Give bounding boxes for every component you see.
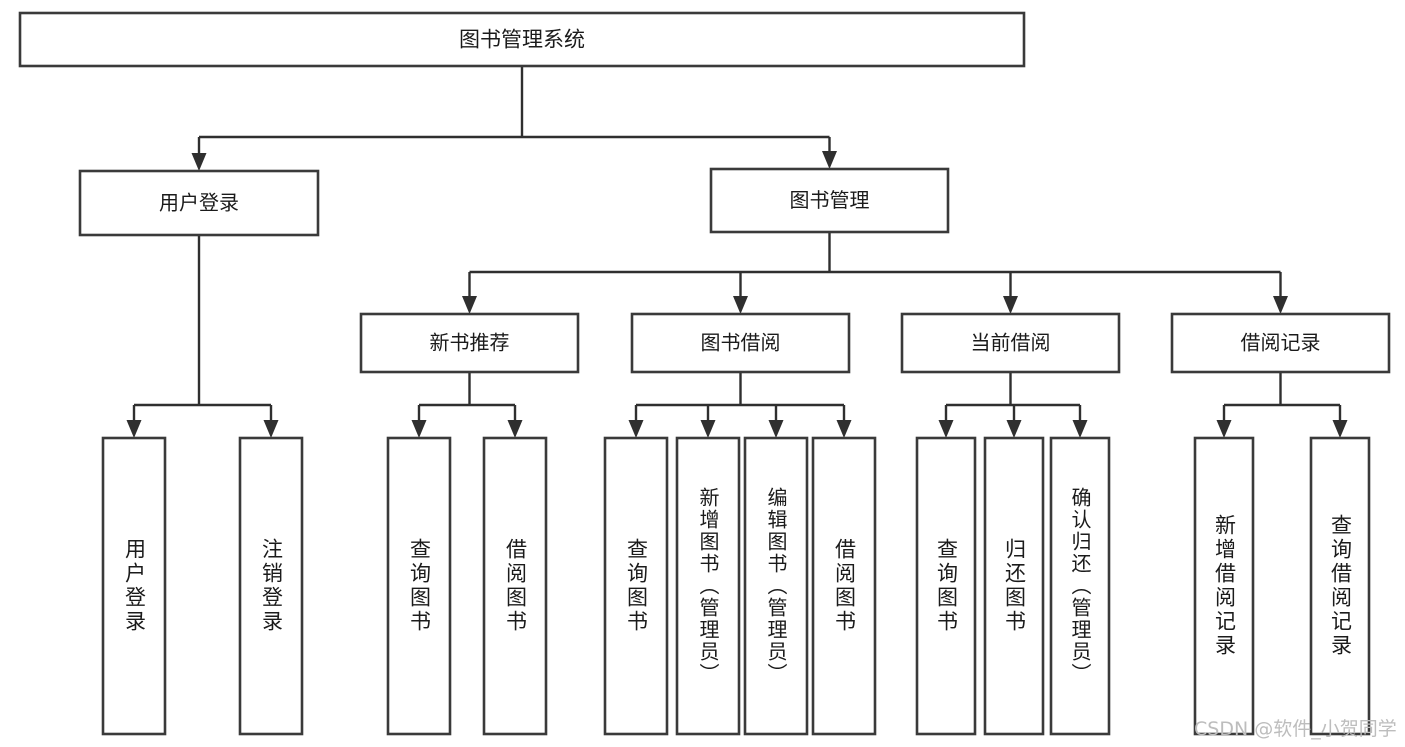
node-box-level2-0[interactable] (78, 169, 320, 237)
arrow-head-icon-level3-1 (733, 296, 748, 314)
node-box-level3-1[interactable] (630, 312, 851, 374)
node-box-leaf-2-3[interactable] (811, 436, 877, 736)
arrow-head-icon-leaf-3-0 (938, 420, 954, 438)
node-label-leaf-2-3: 借阅图书 (832, 538, 857, 634)
node-box-leaf-2-1[interactable] (675, 436, 741, 736)
node-label-leaf-0-0: 用户登录 (122, 538, 147, 634)
node-label-leaf-3-1: 归还图书 (1002, 538, 1027, 634)
arrow-head-icon-leaf-0-1 (263, 420, 279, 438)
arrow-head-icon-leaf-3-2 (1072, 420, 1088, 438)
node-label-leaf-3-0: 查询图书 (934, 538, 959, 634)
node-box-level2-1[interactable] (709, 167, 950, 234)
node-label-leaf-1-1: 借阅图书 (503, 538, 528, 634)
node-box-leaf-3-0[interactable] (915, 436, 977, 736)
connectors-layer (126, 66, 1348, 438)
watermark-text: CSDN @软件_小贺同学 (1194, 718, 1397, 740)
arrow-head-icon-level3-0 (462, 296, 477, 314)
arrow-head-icon-leaf-3-1 (1006, 420, 1022, 438)
node-label-level2-0: 用户登录 (159, 191, 239, 215)
arrow-head-icon-leaf-2-3 (836, 420, 852, 438)
node-box-leaf-3-1[interactable] (983, 436, 1045, 736)
arrow-head-icon-leaf-2-1 (700, 420, 716, 438)
arrow-head-icon-leaf-1-1 (507, 420, 523, 438)
node-label-root: 图书管理系统 (459, 28, 585, 52)
node-label-level3-1: 图书借阅 (701, 331, 781, 355)
arrow-head-icon-level3-2 (1003, 296, 1018, 314)
arrow-head-icon-leaf-0-0 (126, 420, 142, 438)
node-box-leaf-3-2[interactable] (1049, 436, 1111, 736)
node-box-leaf-0-0[interactable] (101, 436, 167, 736)
node-label-leaf-1-0: 查询图书 (407, 538, 432, 634)
node-box-level3-3[interactable] (1170, 312, 1391, 374)
arrow-head-icon-leaf-4-1 (1332, 420, 1348, 438)
arrow-head-icon-leaf-1-0 (411, 420, 427, 438)
node-label-leaf-3-2: 确认归还（管理员） (1068, 487, 1092, 685)
arrow-head-icon-leaf-2-2 (768, 420, 784, 438)
node-box-level3-0[interactable] (359, 312, 580, 374)
node-box-leaf-2-0[interactable] (603, 436, 669, 736)
arrow-head-icon-level2-1 (822, 151, 837, 169)
node-label-level3-3: 借阅记录 (1241, 331, 1321, 355)
node-box-leaf-4-1[interactable] (1309, 436, 1371, 736)
node-label-leaf-2-2: 编辑图书（管理员） (764, 487, 788, 685)
node-label-level3-2: 当前借阅 (971, 331, 1051, 355)
arrow-head-icon-leaf-2-0 (628, 420, 644, 438)
node-label-level2-1: 图书管理 (790, 188, 870, 212)
node-box-leaf-1-0[interactable] (386, 436, 452, 736)
node-box-leaf-1-1[interactable] (482, 436, 548, 736)
node-box-root[interactable] (18, 11, 1026, 68)
arrow-head-icon-leaf-4-0 (1216, 420, 1232, 438)
node-label-leaf-4-0: 新增借阅记录 (1212, 514, 1237, 658)
node-box-leaf-4-0[interactable] (1193, 436, 1255, 736)
node-box-leaf-2-2[interactable] (743, 436, 809, 736)
arrow-head-icon-level2-0 (191, 153, 207, 171)
boxes-layer (18, 11, 1391, 736)
node-label-leaf-2-1: 新增图书（管理员） (696, 487, 720, 685)
arrow-head-icon-level3-3 (1273, 296, 1288, 314)
node-label-leaf-2-0: 查询图书 (624, 538, 649, 634)
node-box-leaf-0-1[interactable] (238, 436, 304, 736)
node-label-level3-0: 新书推荐 (430, 331, 510, 355)
node-box-level3-2[interactable] (900, 312, 1121, 374)
node-label-leaf-4-1: 查询借阅记录 (1328, 514, 1353, 658)
node-label-leaf-0-1: 注销登录 (259, 538, 284, 634)
